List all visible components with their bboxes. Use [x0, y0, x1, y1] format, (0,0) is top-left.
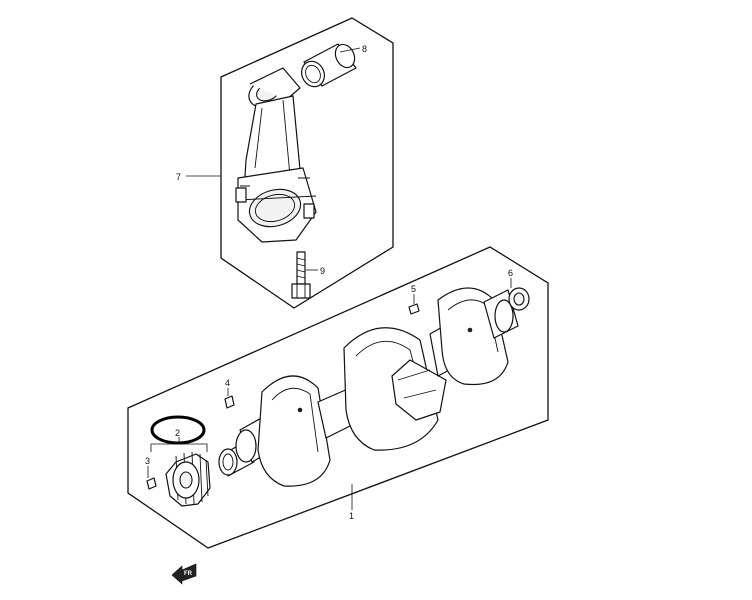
part-2-o-ring[interactable] — [150, 415, 206, 445]
part-9-rod-bolt[interactable] — [291, 251, 311, 299]
callout-3: 3 — [145, 456, 150, 466]
part-2-bracket — [150, 437, 208, 452]
part-6-pilot-bearing[interactable] — [508, 287, 530, 311]
crankshaft-group-frame — [127, 246, 549, 549]
front-direction-label: FR — [184, 571, 193, 577]
callout-1: 1 — [349, 511, 354, 521]
part-3-pin[interactable] — [146, 477, 157, 490]
callout-5: 5 — [411, 284, 416, 294]
part-8-bushing[interactable] — [298, 41, 359, 90]
callout-4: 4 — [225, 378, 230, 388]
part-5-key[interactable] — [408, 303, 420, 315]
callout-6: 6 — [508, 268, 513, 278]
connecting-rod-group-frame — [220, 17, 394, 309]
crank-sprocket-gear[interactable] — [165, 451, 211, 507]
front-direction-arrow-icon: FR — [171, 563, 197, 585]
callout-9: 9 — [320, 266, 325, 276]
callout-2: 2 — [175, 428, 180, 438]
part-4-key[interactable] — [224, 395, 235, 409]
leader-line-8 — [339, 47, 361, 53]
callout-7: 7 — [176, 172, 181, 182]
part-1-crankshaft[interactable] — [218, 287, 519, 487]
part-7-connecting-rod[interactable] — [235, 67, 317, 243]
callout-8: 8 — [362, 44, 367, 54]
